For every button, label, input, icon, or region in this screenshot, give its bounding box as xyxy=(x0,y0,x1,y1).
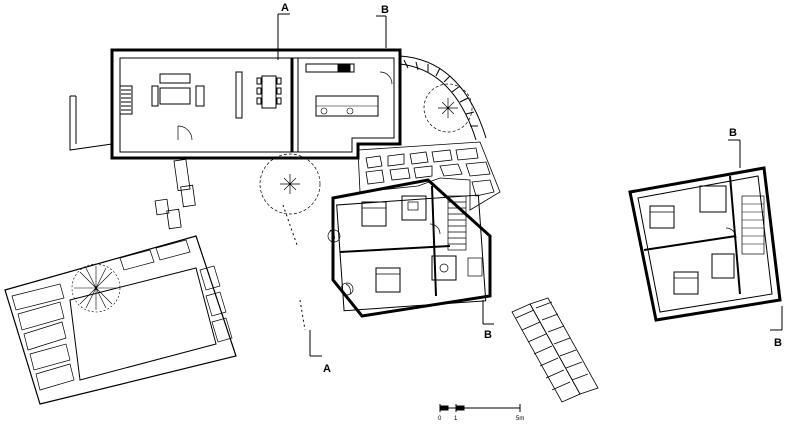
section-a-top-label: A xyxy=(281,2,289,14)
scale-tick-5m: 5m xyxy=(516,416,524,422)
left-wall xyxy=(69,95,113,151)
stairs-left-house xyxy=(447,195,467,251)
tree-courtyard xyxy=(259,153,321,215)
section-b-top-label: B xyxy=(381,4,389,16)
stepping-slabs xyxy=(154,158,196,230)
deck-bench xyxy=(511,297,599,403)
section-line-b-right xyxy=(728,139,783,331)
pool-terrace xyxy=(4,235,237,405)
main-building xyxy=(110,48,402,160)
section-b-right-bottom-label: B xyxy=(774,337,782,349)
right-house xyxy=(628,166,782,322)
section-b-right-top-label: B xyxy=(729,127,737,139)
section-a-bottom-label: A xyxy=(323,363,331,375)
section-b-bottom-label: B xyxy=(484,329,492,341)
scale-tick-1: 1 xyxy=(454,416,458,422)
scale-tick-0: 0 xyxy=(438,416,442,422)
section-line-a xyxy=(277,13,322,357)
left-house xyxy=(327,178,492,318)
section-line-b xyxy=(376,15,494,325)
scale-bar xyxy=(439,404,521,412)
shrub-pool xyxy=(71,263,121,313)
stone-paving xyxy=(357,141,501,211)
tree-garden xyxy=(423,83,473,133)
garden-wall xyxy=(399,55,487,141)
